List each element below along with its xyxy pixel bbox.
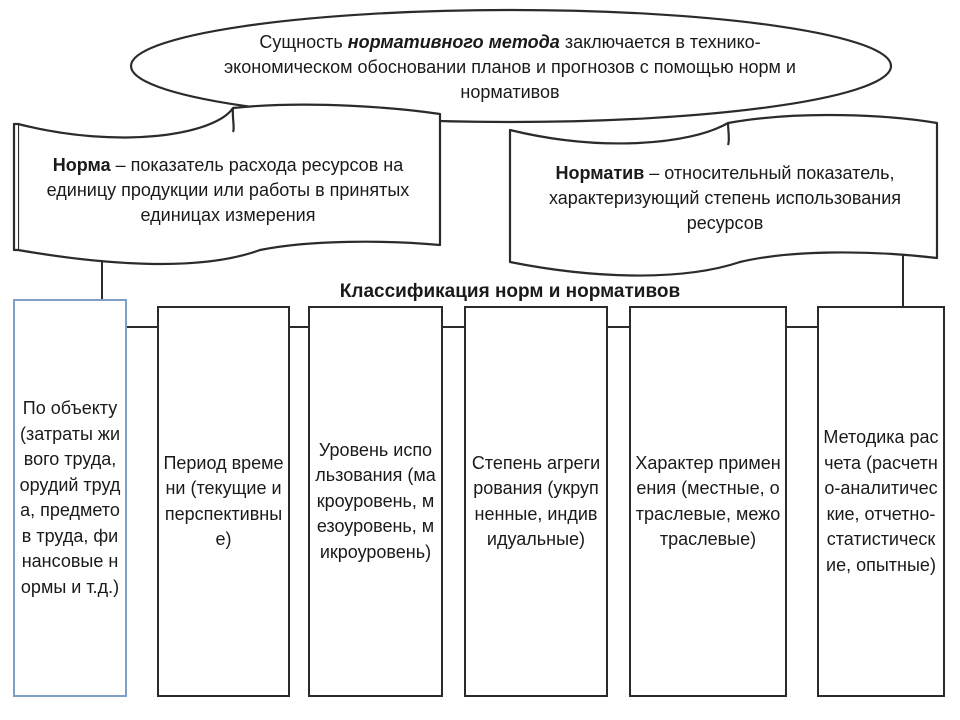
category-label: Степень агрегирования (укрупненные, инди… [471,452,601,550]
essence-emphasis: нормативного метода [347,31,560,52]
norm-definition: – показатель расхода ресурсов на единицу… [46,154,410,225]
category-label: Характер применения (местные, отраслевые… [635,452,781,550]
norm-term: Норма [52,154,111,175]
category-application: Характер применения (местные, отраслевые… [629,306,787,697]
category-aggregation: Степень агрегирования (укрупненные, инди… [464,306,608,697]
category-label: Уровень использования (макроуровень, мез… [315,439,436,562]
norm-text: Норма – показатель расхода ресурсов на е… [28,146,428,234]
essence-text: Сущность нормативного метода заключается… [200,24,820,110]
category-by-object: По объекту (затраты живого труда, орудий… [13,299,127,697]
category-label: Период времени (текущие и перспективные) [163,452,284,550]
norm-scroll [12,103,442,266]
essence-prefix: Сущность [259,31,348,52]
normative-text: Норматив – относительный показатель, хар… [515,154,935,242]
essence-suffix: заключается в технико-экономическом обос… [224,31,796,102]
normative-term: Норматив [555,162,645,183]
classification-title: Классификация норм и нормативов [339,281,681,302]
essence-ellipse [129,8,893,124]
category-label: Методика расчета (расчетно-аналитические… [823,427,939,575]
category-usage-level: Уровень использования (макроуровень, мез… [308,306,443,697]
normative-definition: – относительный показатель, характеризую… [548,162,902,233]
category-time-period: Период времени (текущие и перспективные) [157,306,290,697]
category-label: По объекту (затраты живого труда, орудий… [19,398,121,597]
connector-lines [101,252,904,328]
category-calculation-method: Методика расчета (расчетно-аналитические… [817,306,945,697]
normative-scroll [508,113,939,277]
